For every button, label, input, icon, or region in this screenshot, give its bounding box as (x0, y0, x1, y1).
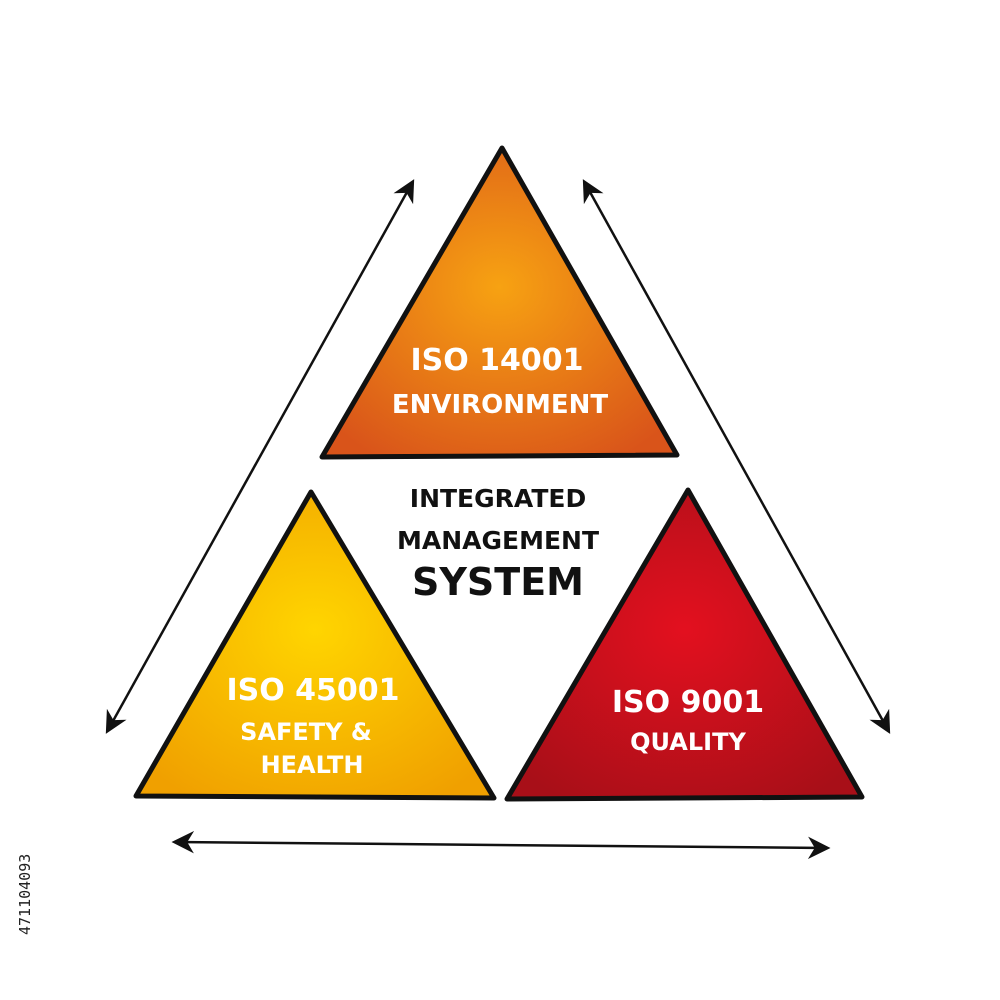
quality-label: QUALITY (630, 728, 746, 756)
health-label: HEALTH (261, 751, 364, 779)
arrow-right-side (582, 179, 891, 734)
arrow-bottom-side (171, 830, 831, 860)
center-line-system: SYSTEM (412, 560, 584, 604)
iso-9001-code: ISO 9001 (612, 685, 764, 720)
arrow-left-side (105, 179, 415, 734)
center-line-management: MANAGEMENT (397, 526, 599, 555)
environment-label: ENVIRONMENT (392, 390, 609, 420)
safety-label: SAFETY & (240, 718, 372, 746)
stock-id-text: 471104093 (16, 854, 34, 935)
center-title: INTEGRATED MANAGEMENT SYSTEM (397, 484, 599, 604)
triangle-environment: ISO 14001 ENVIRONMENT (319, 145, 680, 460)
iso-45001-code: ISO 45001 (226, 673, 399, 708)
iso-14001-code: ISO 14001 (410, 343, 583, 378)
center-line-integrated: INTEGRATED (410, 484, 586, 513)
